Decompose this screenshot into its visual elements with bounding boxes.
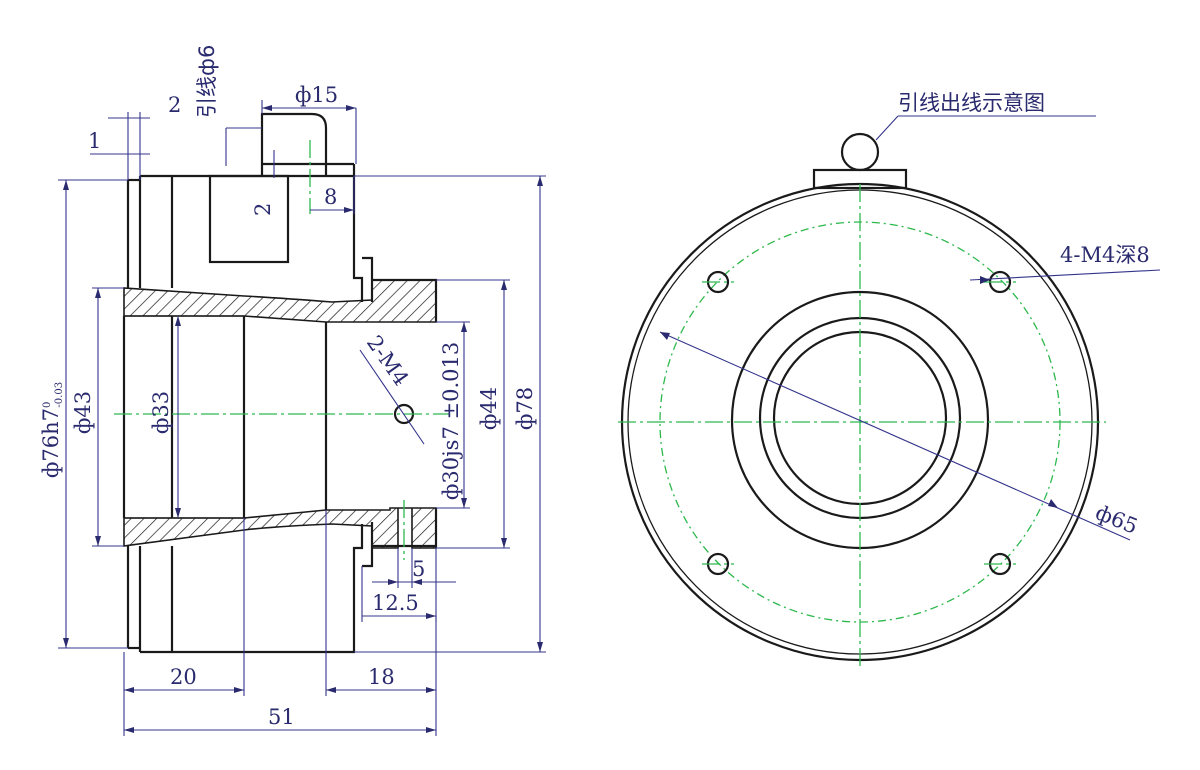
lower-hatch-section <box>123 507 437 549</box>
dim-20-label: 20 <box>170 665 197 689</box>
lead-out-view-label: 引线出线示意图 <box>898 91 1045 115</box>
lead-wire-label: 引线ф6 <box>195 45 219 118</box>
dim-2m4-label: 2-M4 <box>362 331 413 390</box>
dim-1-label: 1 <box>88 129 101 153</box>
dim-phi76-label: ф76h70-0.03 <box>39 382 65 478</box>
end-view: 引线出线示意图 4-M4深8 ф65 <box>618 91 1161 666</box>
mounting-holes <box>702 270 1016 576</box>
dim-phi30-label: ф30js7 ±0.013 <box>439 342 463 500</box>
dim-phi15-label: ф15 <box>295 83 338 107</box>
dim-phi33-label: ф33 <box>149 391 173 434</box>
bore-lines <box>122 315 328 519</box>
lead-out-wire <box>840 132 880 172</box>
dim-5-label: 5 <box>412 557 425 581</box>
dim-2-small-label: 2 <box>251 203 275 216</box>
holes-4m4-label: 4-M4深8 <box>1060 243 1150 267</box>
section-dimensions: ф15 引线ф6 2 1 2 8 2-M4 ф76 <box>39 45 546 736</box>
dim-51-label: 51 <box>268 705 295 729</box>
end-view-dimensions: 引线出线示意图 4-M4深8 ф65 <box>659 91 1161 541</box>
dim-phi65-label: ф65 <box>1092 500 1141 538</box>
section-view: ф15 引线ф6 2 1 2 8 2-M4 ф76 <box>39 45 546 736</box>
dim-12-5-label: 12.5 <box>372 591 419 615</box>
dim-phi78-label: ф78 <box>513 387 537 430</box>
dim-phi44-label: ф44 <box>477 387 501 430</box>
upper-hatch-section <box>123 279 437 323</box>
dim-18-label: 18 <box>368 665 395 689</box>
dim-2-top-label: 2 <box>168 93 181 117</box>
dim-8-label: 8 <box>324 185 337 209</box>
dim-phi43-label: ф43 <box>71 391 95 434</box>
